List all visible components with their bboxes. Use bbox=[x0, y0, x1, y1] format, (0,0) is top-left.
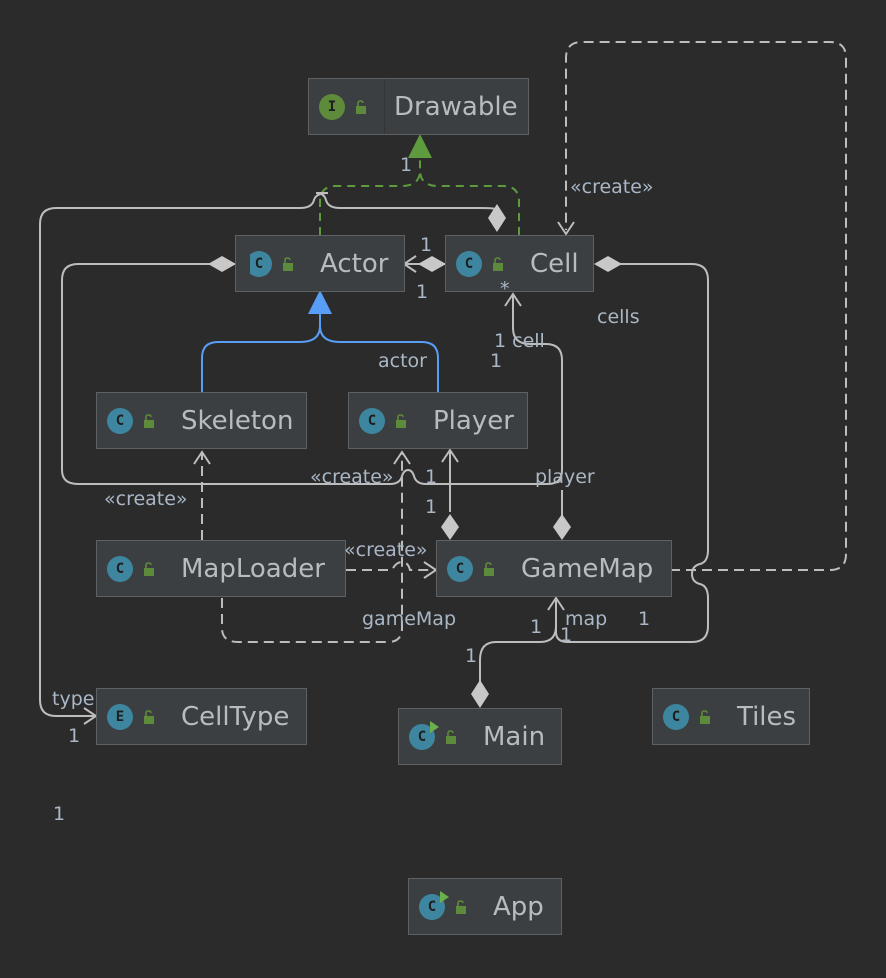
unlock-icon bbox=[395, 413, 407, 428]
tiles-label: Tiles bbox=[737, 701, 797, 732]
class-icon: C bbox=[447, 555, 473, 582]
skeleton-node[interactable]: C Skeleton bbox=[96, 392, 307, 449]
cell-celltype-assoc bbox=[39, 192, 498, 717]
cells-role-label: cells bbox=[597, 306, 640, 328]
multiplicity-label: 1 bbox=[416, 281, 429, 303]
multiplicity-label: * bbox=[500, 278, 510, 300]
multiplicity-label: 1 bbox=[400, 154, 413, 176]
class-icon: C bbox=[107, 555, 133, 582]
actor-role-label: actor bbox=[378, 350, 427, 372]
maploader-label: MapLoader bbox=[181, 553, 325, 584]
multiplicity-label: 1 bbox=[425, 466, 438, 488]
create-skeleton-label: «create» bbox=[104, 488, 188, 510]
diamond-actor-left bbox=[208, 256, 236, 272]
app-label: App bbox=[493, 891, 544, 922]
celltype-label: CellType bbox=[181, 701, 290, 732]
unlock-icon bbox=[445, 729, 457, 744]
gamemap-label: GameMap bbox=[521, 553, 654, 584]
cell-gamemap-cells bbox=[555, 263, 709, 643]
actor-label: Actor bbox=[320, 248, 389, 279]
tiles-node[interactable]: C Tiles bbox=[652, 688, 810, 745]
unlock-icon bbox=[699, 709, 711, 724]
actor-node[interactable]: C Actor bbox=[235, 235, 405, 292]
multiplicity-label: 1 bbox=[425, 496, 438, 518]
map-role-label: map bbox=[565, 608, 608, 630]
runnable-class-icon: C bbox=[419, 890, 449, 920]
unlock-icon bbox=[455, 899, 467, 914]
runnable-class-icon: C bbox=[409, 720, 439, 750]
maploader-node[interactable]: C MapLoader bbox=[96, 540, 346, 597]
diamond-cell-top bbox=[488, 204, 506, 232]
drawable-node[interactable]: I Drawable bbox=[308, 78, 529, 135]
class-icon: C bbox=[107, 407, 133, 434]
unlock-icon bbox=[483, 561, 495, 576]
class-icon: C bbox=[456, 250, 482, 277]
multiplicity-label: 1 bbox=[638, 608, 651, 630]
diamond-cell-right bbox=[594, 256, 622, 272]
cell-node[interactable]: C Cell bbox=[445, 235, 594, 292]
actor-composition-loop bbox=[61, 263, 563, 485]
create-cell-label: «create» bbox=[570, 176, 654, 198]
diamond-main bbox=[471, 680, 489, 708]
node-separator bbox=[384, 79, 385, 134]
multiplicity-label: 1 bbox=[53, 803, 66, 825]
cell-label: Cell bbox=[530, 248, 579, 279]
skeleton-label: Skeleton bbox=[181, 405, 294, 436]
player-node[interactable]: C Player bbox=[348, 392, 528, 449]
generalization-skeleton-actor bbox=[201, 312, 321, 392]
drawable-label: Drawable bbox=[394, 91, 518, 122]
class-icon: C bbox=[359, 407, 385, 434]
realization-actor-drawable bbox=[319, 158, 421, 235]
multiplicity-label: 1 bbox=[490, 350, 503, 372]
enum-icon: E bbox=[107, 703, 133, 730]
main-gamemap-assoc bbox=[479, 600, 557, 686]
abstract-class-icon: C bbox=[244, 250, 272, 277]
realization-arrowhead bbox=[408, 134, 432, 158]
multiplicity-label: 1 bbox=[530, 616, 543, 638]
type-role-label: type bbox=[52, 688, 95, 710]
player-role-label: player bbox=[535, 466, 595, 488]
unlock-icon bbox=[143, 561, 155, 576]
generalization-arrowhead bbox=[308, 290, 332, 314]
gamemap-create-cell bbox=[565, 41, 847, 571]
multiplicity-label: 1 bbox=[465, 645, 478, 667]
gamemap-node[interactable]: C GameMap bbox=[436, 540, 672, 597]
interface-icon: I bbox=[319, 93, 345, 120]
multiplicity-label: 1 bbox=[560, 624, 573, 646]
main-label: Main bbox=[483, 721, 546, 752]
unlock-icon bbox=[355, 99, 367, 114]
generalization-player-actor bbox=[319, 325, 439, 392]
create-player-label: «create» bbox=[310, 466, 394, 488]
realization-cell-drawable bbox=[419, 169, 520, 235]
multiplicity-label: 1 bbox=[420, 234, 433, 256]
maploader-create-gamemap bbox=[346, 560, 436, 571]
celltype-node[interactable]: E CellType bbox=[96, 688, 307, 745]
unlock-icon bbox=[282, 256, 294, 271]
diamond-cell-left bbox=[418, 256, 446, 272]
unlock-icon bbox=[143, 709, 155, 724]
multiplicity-label: 1 bbox=[68, 725, 81, 747]
class-icon: C bbox=[663, 703, 689, 730]
create-gamemap-label: «create» bbox=[344, 539, 428, 561]
unlock-icon bbox=[492, 256, 504, 271]
diamond-gamemap-player bbox=[441, 514, 459, 540]
diamond-gamemap-cell bbox=[553, 514, 571, 540]
gamemap-role-label: gameMap bbox=[362, 608, 456, 630]
main-node[interactable]: C Main bbox=[398, 708, 562, 765]
unlock-icon bbox=[143, 413, 155, 428]
maploader-create-player bbox=[221, 452, 403, 643]
app-node[interactable]: C App bbox=[408, 878, 562, 935]
player-label: Player bbox=[433, 405, 514, 436]
cell-role-label: 1 cell bbox=[494, 330, 545, 352]
